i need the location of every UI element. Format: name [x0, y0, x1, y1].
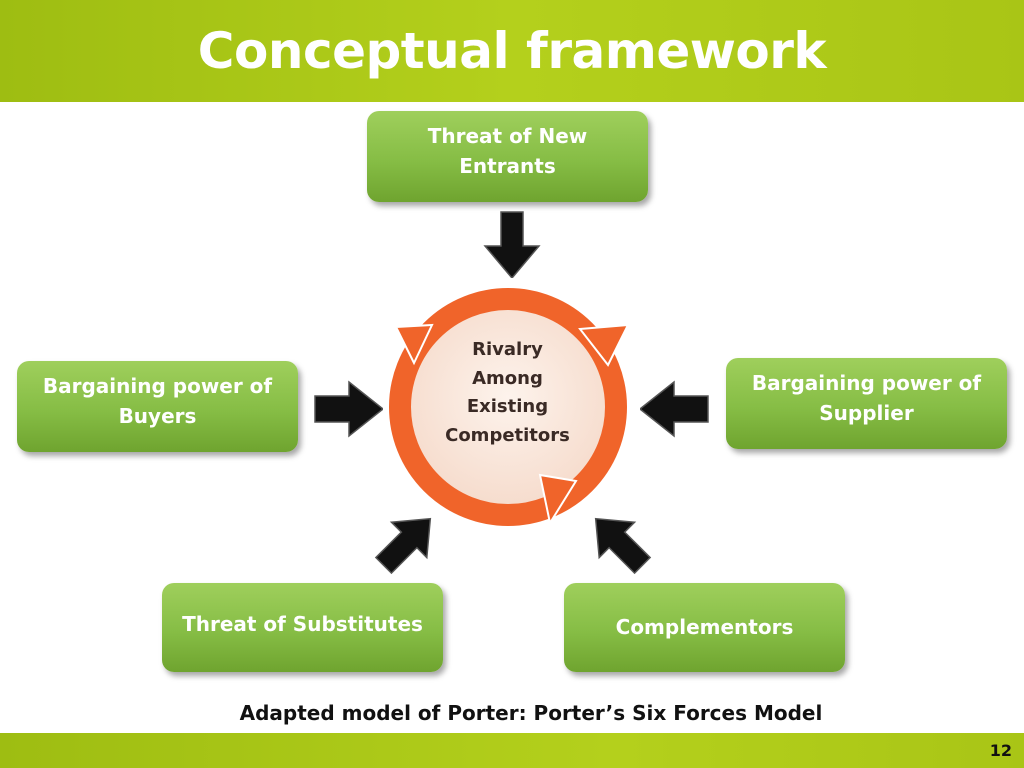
- cycle-arrowhead-icon: [394, 323, 434, 366]
- center-circle: [408, 307, 608, 507]
- arrow-down-icon: [483, 211, 541, 278]
- box-label-line2: Buyers: [118, 404, 197, 428]
- center-line: Among: [472, 367, 543, 389]
- center-line: Existing: [466, 396, 549, 417]
- box-label-line1: Bargaining power of: [42, 374, 273, 398]
- cycle-ring: [389, 288, 627, 526]
- center-rivalry-label: Rivalry Among Existing Competitors: [430, 336, 585, 450]
- cycle-arrowhead-icon: [538, 473, 578, 526]
- box-label-line1: Bargaining power of: [751, 371, 982, 395]
- box-label-line1: Threat of New: [427, 124, 588, 148]
- box-label-line1: Complementors: [615, 615, 794, 639]
- box-label-line2: Entrants: [459, 154, 556, 178]
- page-number: 12: [989, 741, 1012, 760]
- center-line: Rivalry: [472, 339, 543, 360]
- title-bar: Conceptual framework: [0, 0, 1024, 102]
- box-complementors: Complementors: [564, 583, 845, 672]
- box-threat-of-substitutes: Threat of Substitutes: [162, 583, 443, 672]
- arrow-right-icon: [314, 380, 383, 438]
- diagram-caption: Adapted model of Porter: Porter’s Six Fo…: [239, 701, 823, 725]
- arrow-left-icon: [640, 380, 709, 438]
- box-label-line1: Threat of Substitutes: [182, 612, 423, 636]
- box-threat-of-new-entrants: Threat of New Entrants: [367, 111, 648, 202]
- box-label-line2: Supplier: [819, 401, 914, 425]
- center-line: Competitors: [445, 424, 570, 446]
- arrow-up-left-icon: [594, 517, 652, 575]
- arrow-up-right-icon: [374, 517, 432, 575]
- cycle-arrowhead-icon: [578, 323, 630, 367]
- box-bargaining-power-supplier: Bargaining power of Supplier: [726, 358, 1007, 449]
- rivalry-cycle-graphic: [389, 288, 630, 526]
- slide-title: Conceptual framework: [197, 22, 827, 80]
- footer-bar: 12: [0, 733, 1024, 768]
- box-bargaining-power-buyers: Bargaining power of Buyers: [17, 361, 298, 452]
